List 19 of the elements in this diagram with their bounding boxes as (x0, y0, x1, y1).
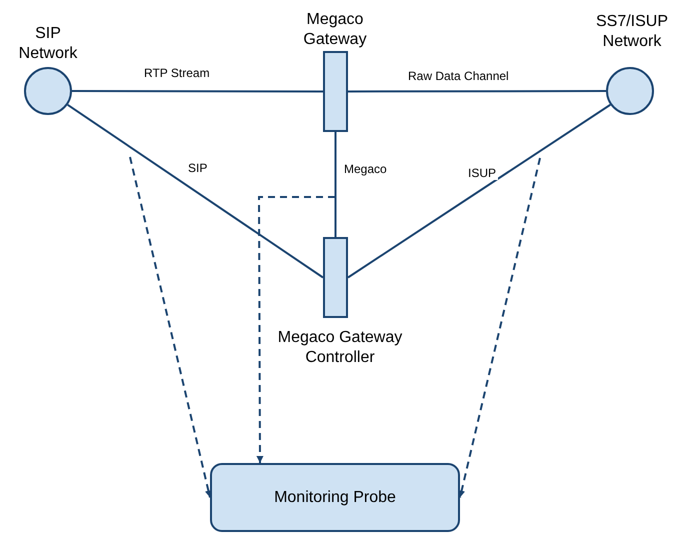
edge-label: Megaco (342, 162, 389, 176)
connector-line (67, 104, 324, 278)
node-label: Megaco Gateway Controller (276, 328, 404, 368)
connector-line (334, 132, 336, 237)
edge-label: SIP (186, 161, 210, 175)
probe-box (210, 463, 460, 532)
dashed-arrow (256, 196, 335, 463)
connector-line (347, 104, 611, 278)
connector-line (72, 90, 323, 92)
edge-label: RTP Stream (142, 66, 212, 80)
node-label: SIP Network (18, 24, 78, 64)
dashed-arrow (458, 158, 541, 498)
connector-line (348, 90, 606, 92)
node-label: Monitoring Probe (274, 488, 396, 506)
dashed-arrow (129, 156, 212, 498)
edge-label: ISUP (466, 166, 498, 180)
node-label: Megaco Gateway (302, 10, 368, 50)
node-label: SS7/ISUP Network (594, 12, 670, 52)
edge-label: Raw Data Channel (406, 69, 511, 83)
